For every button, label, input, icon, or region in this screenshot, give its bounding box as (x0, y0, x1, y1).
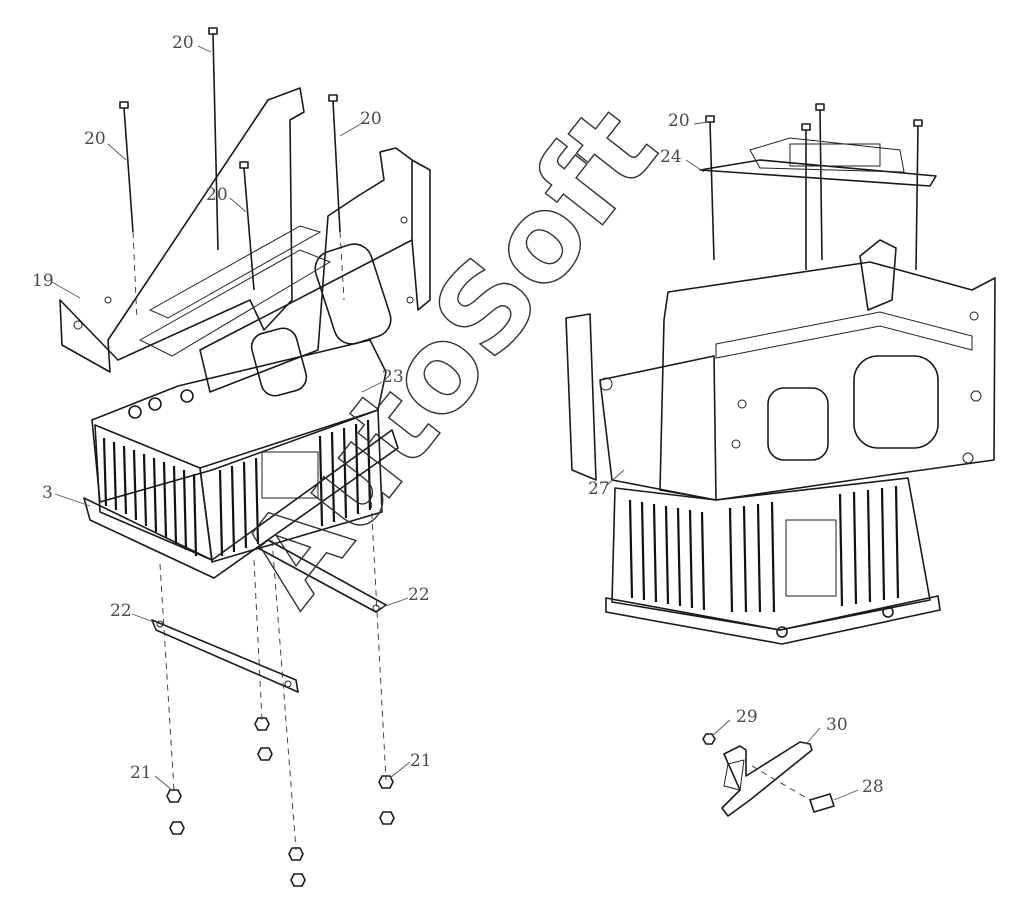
callout-3: 3 (42, 483, 53, 503)
left-mounting-bracket (59, 87, 431, 397)
callout-28: 28 (862, 777, 884, 797)
callout-20-upper-right: 20 (360, 109, 382, 129)
callout-19: 19 (32, 271, 54, 291)
right-heatsink-fins (628, 485, 900, 613)
right-controller-body (605, 477, 941, 645)
right-top-bracket (699, 137, 937, 187)
callout-30: 30 (826, 715, 848, 735)
callout-23: 23 (382, 367, 404, 387)
left-controller-body (83, 339, 399, 579)
left-fastener-lines (159, 479, 395, 887)
callout-22-right: 22 (408, 585, 430, 605)
callout-leaders (51, 45, 859, 801)
callout-21-left: 21 (130, 763, 152, 783)
right-mounting-bracket (565, 239, 996, 501)
right-assembly (565, 103, 996, 645)
callout-27: 27 (588, 479, 610, 499)
left-bolts (119, 27, 345, 321)
left-assembly (59, 27, 431, 887)
right-bolts (705, 103, 923, 271)
detail-parts (702, 733, 835, 817)
callout-20-top: 20 (172, 33, 194, 53)
left-straps (151, 539, 387, 693)
callout-20-left: 20 (84, 129, 106, 149)
callout-20-center: 20 (206, 185, 228, 205)
callout-21-right: 21 (410, 751, 432, 771)
left-heatsink-fins (102, 419, 372, 557)
callout-20-right: 20 (668, 111, 690, 131)
callout-29: 29 (736, 707, 758, 727)
callout-22-left: 22 (110, 601, 132, 621)
callout-labels: 20 20 20 20 19 23 3 22 22 21 21 20 24 27… (32, 33, 884, 797)
callout-24: 24 (660, 147, 682, 167)
